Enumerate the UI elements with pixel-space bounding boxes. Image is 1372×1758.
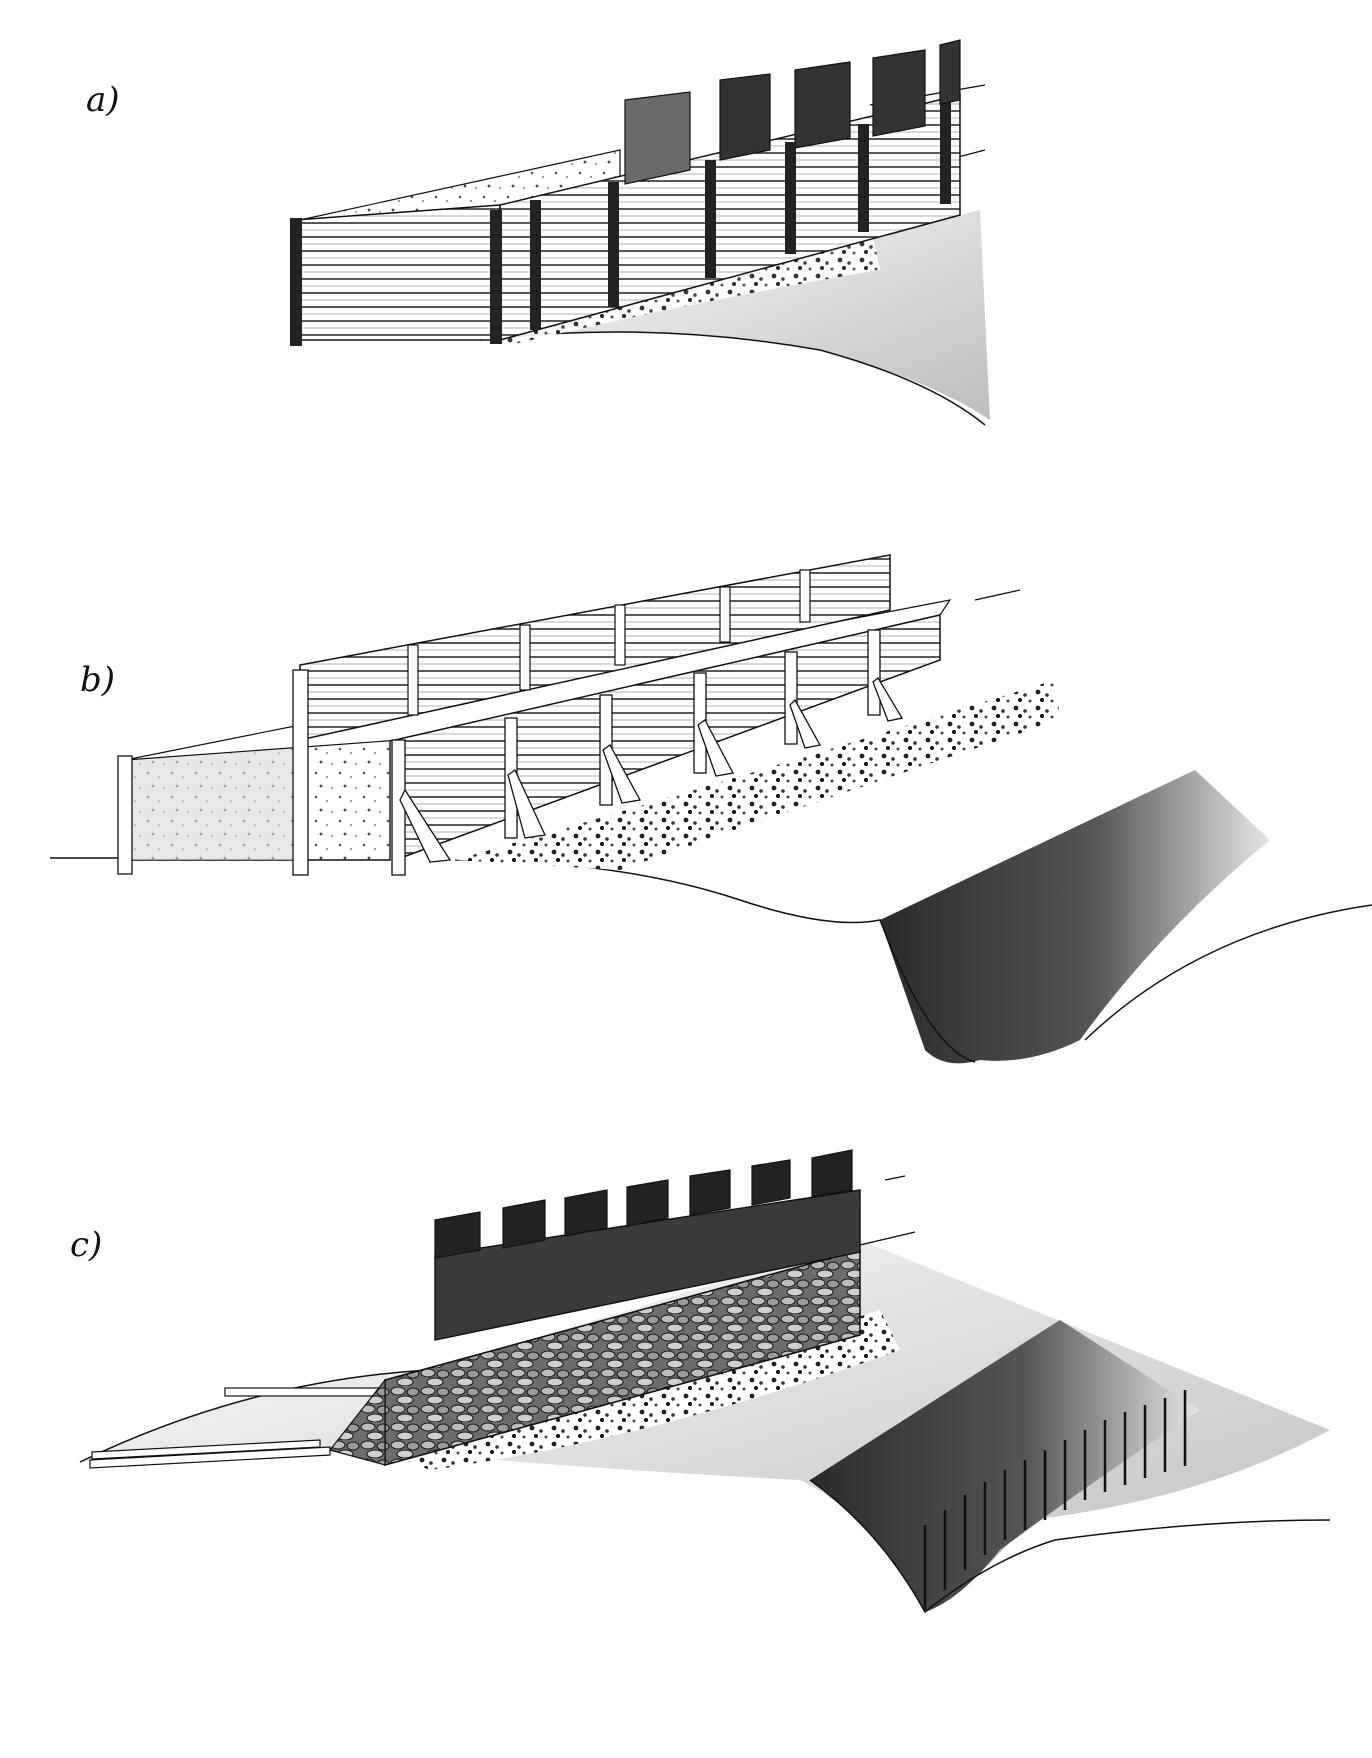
panel-c-timber-lacing	[89, 1387, 386, 1469]
panel-c-merlons	[434, 1149, 853, 1259]
panel-b-earth-shade	[125, 735, 300, 860]
panel-a-end-face	[294, 204, 501, 341]
panel-b-breastwork-uprights	[407, 569, 811, 716]
panel-b-drawing	[50, 554, 1372, 1064]
panel-b-rubble	[455, 680, 1060, 870]
panel-b-ground-line	[454, 859, 976, 1063]
panel-c-ditch-profile	[809, 1479, 1331, 1614]
panel-c-label: c)	[70, 1225, 103, 1265]
panel-c-horizon-dash	[884, 1175, 906, 1181]
panel-c-palisade	[434, 1189, 861, 1341]
panel-c-glacis-line	[79, 1369, 431, 1463]
panel-b-posts	[117, 629, 904, 876]
panel-c-drawing	[79, 1149, 1331, 1614]
panel-b-label: b)	[80, 660, 116, 700]
panel-a-drawing	[290, 39, 990, 426]
panel-b-ditch	[880, 770, 1270, 1064]
panel-a-label: a)	[86, 80, 120, 120]
panel-c-horizon-line	[859, 1231, 916, 1246]
panel-a-posts	[290, 100, 951, 346]
panel-a-palisade	[624, 39, 961, 185]
panel-c-ditch	[810, 1320, 1200, 1612]
panel-c-wall-end	[328, 1378, 386, 1466]
panel-a-ground-line	[479, 331, 986, 426]
panel-c-stakes	[923, 1390, 1187, 1610]
panel-b-far-bank	[1084, 904, 1372, 1041]
panel-b-horizon-line	[974, 589, 1021, 601]
